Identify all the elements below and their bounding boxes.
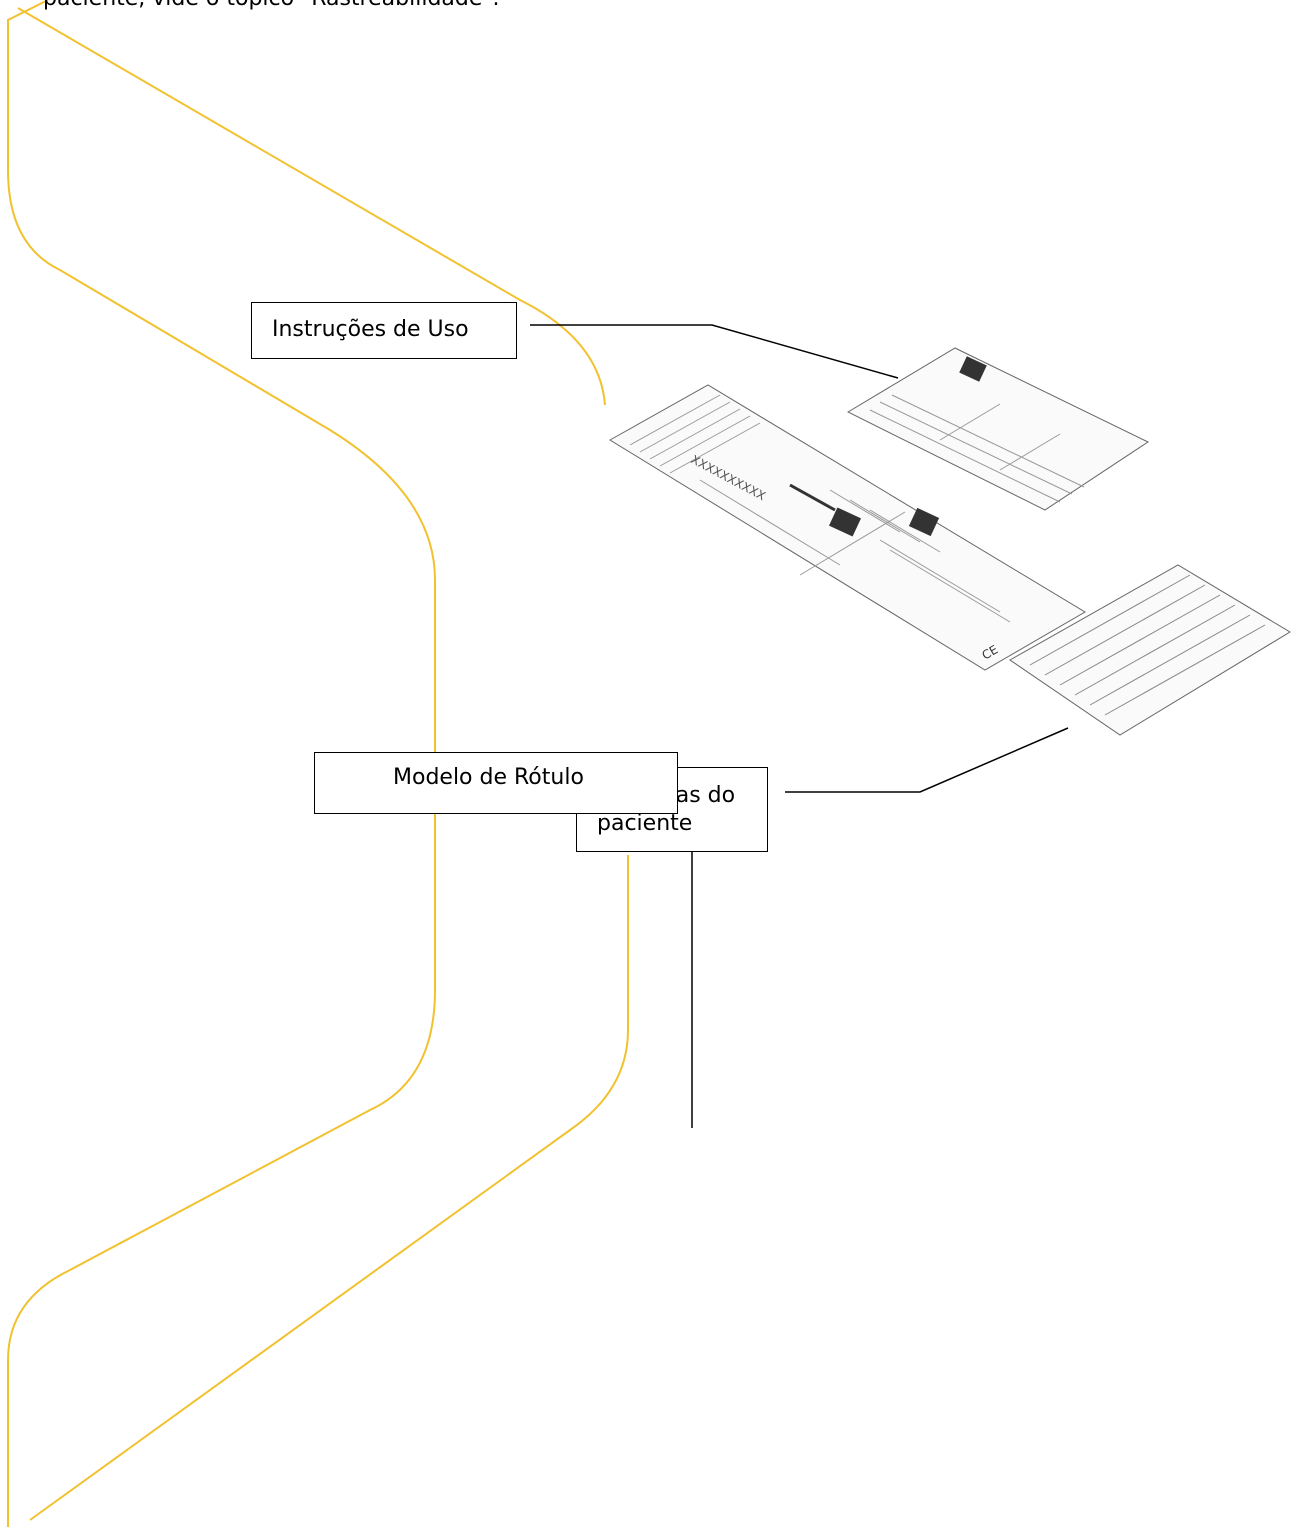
- curve-lower: [29, 855, 629, 1521]
- patient-labels-sheet: [1009, 564, 1291, 736]
- callout-label-model: Modelo de Rótulo: [314, 752, 678, 814]
- callout-label-model-text: Modelo de Rótulo: [393, 765, 584, 790]
- main-label: XXXXXXXXXX CE: [609, 384, 1086, 671]
- instructions-sheet: [846, 347, 1150, 511]
- label-logo-1: [828, 507, 862, 537]
- callout-instructions: Instruções de Uso: [251, 302, 517, 359]
- instructions-logo: [959, 356, 987, 382]
- curve-inner: [17, 7, 606, 406]
- intro-text: paciente, vide o tópico "Rastreabilidade…: [43, 0, 500, 11]
- label-logo-2: [908, 507, 940, 537]
- leader-instructions: [530, 324, 899, 379]
- leader-patient-labels: [785, 727, 1069, 793]
- callout-instructions-text: Instruções de Uso: [272, 317, 469, 342]
- ce-mark: CE: [980, 642, 1001, 662]
- curve-outer: [7, 0, 436, 1527]
